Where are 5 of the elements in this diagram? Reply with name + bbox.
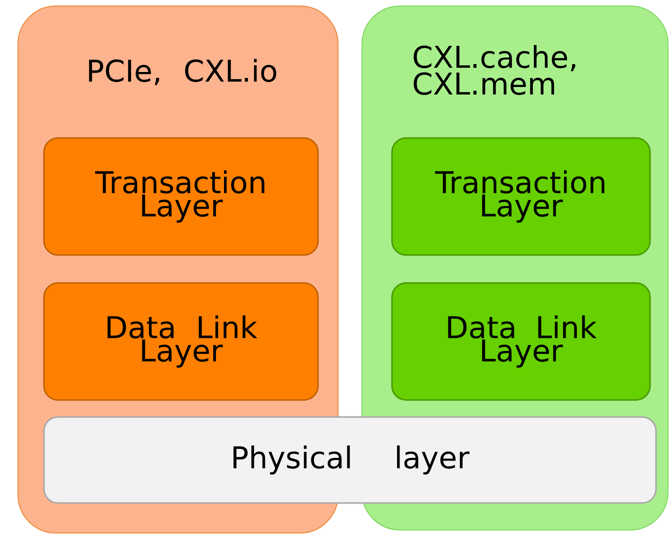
layer-box: Data Link Layer bbox=[43, 282, 319, 401]
layer-box: Transaction Layer bbox=[43, 137, 319, 256]
layer-box: Transaction Layer bbox=[391, 137, 651, 256]
layer-box: Data Link Layer bbox=[391, 282, 651, 401]
layer-box: Physical layer bbox=[43, 416, 657, 504]
